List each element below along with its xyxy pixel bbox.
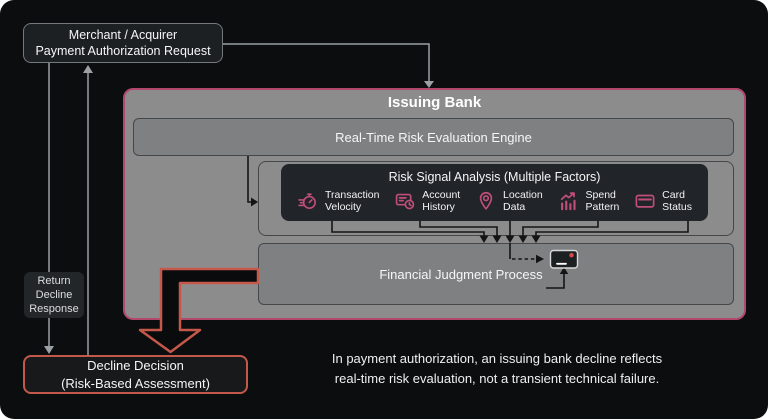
decline-line: (Risk-Based Assessment): [61, 375, 210, 391]
financial-judgment-box: [258, 243, 734, 305]
factor-label: Status: [662, 201, 692, 214]
issuing-bank-title: Issuing Bank: [387, 94, 482, 111]
factor-card-status: Card Status: [634, 189, 692, 214]
financial-judgment-label: Financial Judgment Process: [379, 266, 543, 282]
merchant-to-issuing-arrow: [223, 43, 430, 81]
transaction-velocity-icon: [298, 193, 316, 210]
factor-label: Data: [503, 201, 526, 214]
factor-transaction-velocity: Transaction Velocity: [297, 189, 379, 214]
factor-spend-pattern: Spend Pattern: [558, 189, 620, 214]
decline-line: Decline Decision: [87, 357, 184, 373]
risk-factor-row: Transaction Velocity Account History: [295, 189, 694, 214]
caption-line: real-time risk evaluation, not a transie…: [334, 370, 660, 386]
factor-label: History: [422, 201, 455, 214]
merchant-line: Merchant / Acquirer: [68, 27, 178, 42]
caption-line: In payment authorization, an issuing ban…: [331, 351, 663, 366]
factor-location-data: Location Data: [475, 189, 543, 214]
return-decline-response-box: Return Decline Response: [24, 272, 84, 318]
return-line: Response: [29, 303, 79, 316]
arrowhead-up-icon: [83, 65, 93, 73]
merchant-acquirer-box: Merchant / Acquirer Payment Authorizatio…: [23, 23, 223, 63]
factor-label: Velocity: [325, 201, 362, 214]
account-history-icon: [396, 194, 415, 210]
return-line: Decline: [35, 288, 73, 301]
arrowhead-down-icon: [424, 81, 434, 88]
risk-signal-title: Risk Signal Analysis (Multiple Factors): [388, 170, 601, 184]
factor-account-history: Account History: [394, 189, 460, 214]
risk-engine-label: Real-Time Risk Evaluation Engine: [335, 129, 532, 145]
arrowhead-down-icon: [44, 346, 54, 354]
caption-text: In payment authorization, an issuing ban…: [318, 349, 676, 389]
factor-label: Spend: [585, 189, 616, 201]
factor-label: Transaction: [325, 189, 380, 201]
factor-label: Account: [422, 189, 461, 201]
card-status-icon: [635, 195, 655, 209]
factor-label: Card: [662, 189, 685, 201]
merchant-line: Payment Authorization Request: [35, 44, 211, 58]
return-line: Return: [37, 274, 71, 287]
risk-signal-box: Risk Signal Analysis (Multiple Factors) …: [281, 164, 708, 221]
location-data-icon: [479, 192, 493, 211]
risk-engine-box: Real-Time Risk Evaluation Engine: [133, 118, 734, 156]
decline-decision-box: Decline Decision (Risk-Based Assessment): [23, 355, 248, 394]
factor-label: Pattern: [585, 201, 620, 214]
spend-pattern-icon: [560, 192, 576, 211]
factor-label: Location: [503, 189, 543, 201]
